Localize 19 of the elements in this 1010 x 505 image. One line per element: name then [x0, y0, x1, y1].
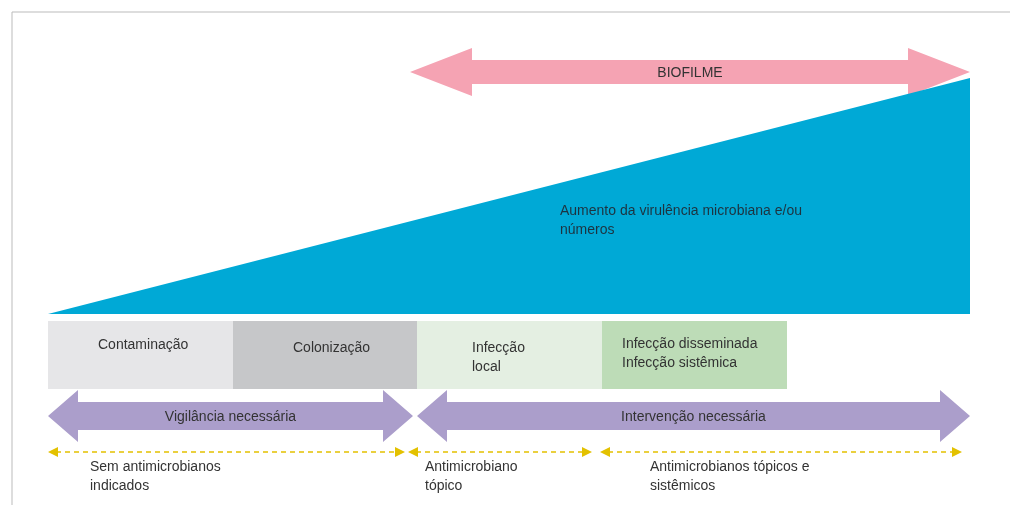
double-arrow	[410, 48, 970, 96]
stage-label: Infecção local	[472, 338, 526, 376]
stage-label: Colonização	[293, 338, 372, 357]
arrow-label: BIOFILME	[656, 62, 724, 82]
double-arrow	[48, 390, 413, 442]
stage-label: Contaminação	[98, 335, 190, 354]
stage-box	[233, 321, 417, 389]
stage-box	[48, 321, 233, 389]
range-note: Sem antimicrobianos indicados	[90, 457, 222, 495]
stage-label: Infecção disseminada Infecção sistêmica	[622, 334, 759, 372]
double-arrow	[417, 390, 970, 442]
range-note: Antimicrobianos tópicos e sistêmicos	[650, 457, 811, 495]
rising-wedge	[48, 78, 970, 314]
stage-box	[417, 321, 602, 389]
arrow-label: Vigilância necessária	[163, 406, 298, 426]
wedge-label: Aumento da virulência microbiana e/ou números	[560, 201, 804, 239]
range-note: Antimicrobiano tópico	[425, 457, 519, 495]
arrow-label: Intervenção necessária	[620, 406, 767, 426]
stage-box	[602, 321, 787, 389]
